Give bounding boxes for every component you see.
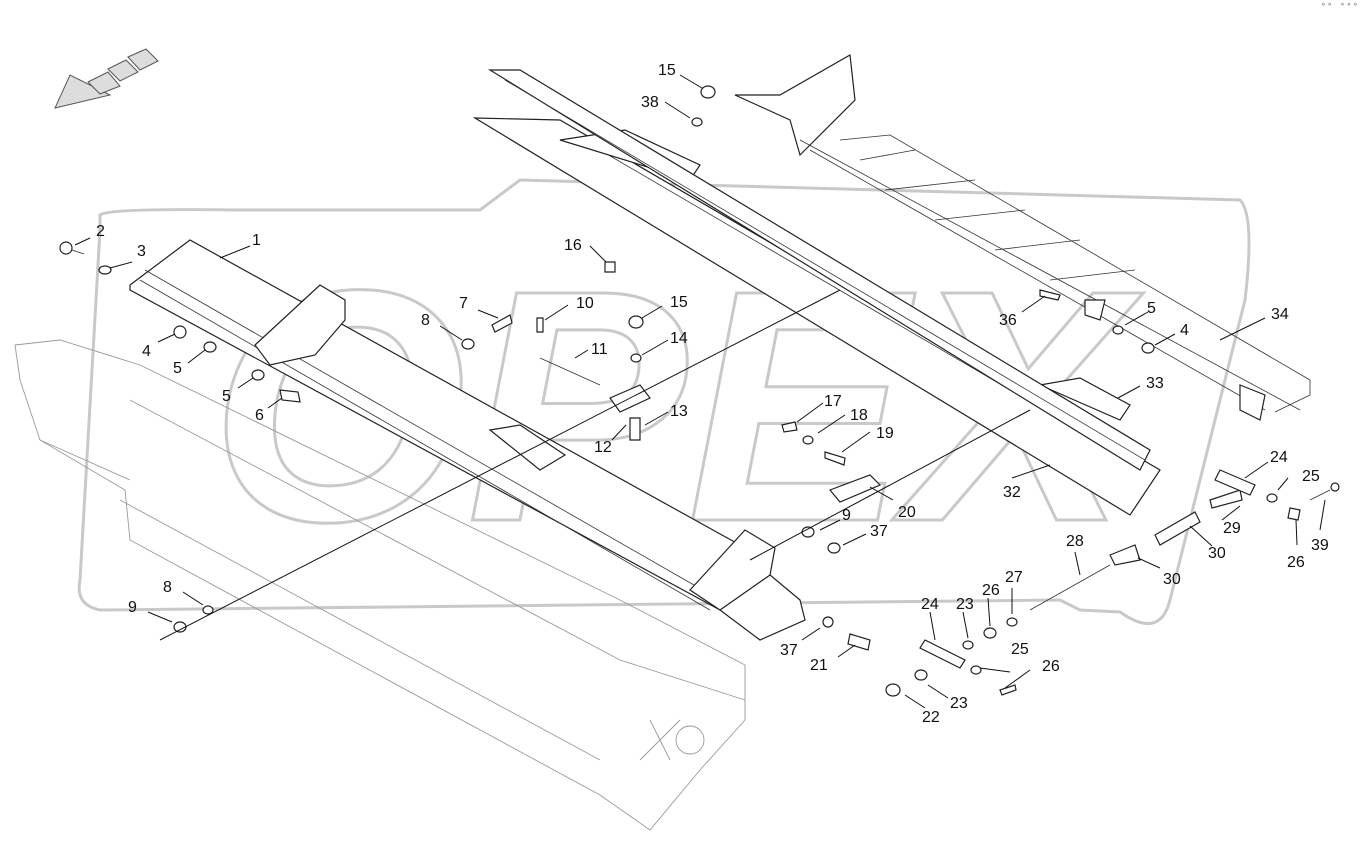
- callout-12: 12: [594, 439, 612, 456]
- callout-20: 20: [898, 504, 916, 521]
- callout-26a: 26: [1287, 554, 1305, 571]
- callout-4b: 4: [1180, 322, 1189, 339]
- callout-33: 33: [1146, 375, 1164, 392]
- callout-8b: 8: [163, 579, 172, 596]
- header-body-drawing: [14, 339, 746, 831]
- ladder-part-34: [734, 54, 1311, 421]
- callout-6: 6: [255, 407, 264, 424]
- callout-14: 14: [670, 330, 688, 347]
- callout-labels: 2 3 1 4 5 5 6 7 8 10 11 12 13 14 15 15 3…: [96, 62, 1329, 726]
- callout-38: 38: [641, 94, 659, 111]
- callout-5a: 5: [173, 360, 182, 377]
- callout-5c: 5: [1147, 300, 1156, 317]
- callout-24a: 24: [921, 596, 939, 613]
- callout-8a: 8: [421, 312, 430, 329]
- callout-1: 1: [252, 232, 261, 249]
- frame-beam-part-1: [129, 239, 806, 641]
- callout-2: 2: [96, 223, 105, 240]
- callout-10: 10: [576, 295, 594, 312]
- callout-7: 7: [459, 295, 468, 312]
- callout-32: 32: [1003, 484, 1021, 501]
- callout-22: 22: [922, 709, 940, 726]
- callout-27: 26: [982, 582, 1000, 599]
- leader-lines: [74, 74, 1326, 709]
- callout-37a: 37: [870, 523, 888, 540]
- callout-37b: 37: [780, 642, 798, 659]
- callout-25a: 25: [1302, 468, 1320, 485]
- callout-26b: 26: [1042, 658, 1060, 675]
- callout-18: 18: [850, 407, 868, 424]
- callout-4: 4: [142, 343, 151, 360]
- callout-30b: 30: [1163, 571, 1181, 588]
- callout-24b: 24: [1270, 449, 1288, 466]
- callout-5b: 5: [222, 388, 231, 405]
- callout-15a: 15: [670, 294, 688, 311]
- callout-34: 34: [1271, 306, 1289, 323]
- callout-31: 30: [1208, 545, 1226, 562]
- callout-23a: 23: [956, 596, 974, 613]
- callout-28: 27: [1005, 569, 1023, 586]
- hardware-parts: [59, 85, 1340, 697]
- callout-36: 36: [999, 312, 1017, 329]
- callout-19: 19: [876, 425, 894, 442]
- direction-arrow-icon: [54, 48, 159, 109]
- corner-mark: °° °°°: [1320, 2, 1359, 12]
- callout-25b: 25: [1011, 641, 1029, 658]
- callout-15b: 15: [658, 62, 676, 79]
- callout-9a: 9: [842, 507, 851, 524]
- callout-9b: 9: [128, 599, 137, 616]
- callout-30a: 29: [1223, 520, 1241, 537]
- top-rail-part-33: [487, 69, 1151, 471]
- callout-3: 3: [137, 243, 146, 260]
- callout-17: 17: [824, 393, 842, 410]
- callout-21: 21: [810, 657, 828, 674]
- callout-29: 28: [1066, 533, 1084, 550]
- callout-39: 39: [1311, 537, 1329, 554]
- callout-11: 11: [591, 341, 608, 358]
- callout-13: 13: [670, 403, 688, 420]
- callout-16: 16: [564, 237, 582, 254]
- callout-23b: 23: [950, 695, 968, 712]
